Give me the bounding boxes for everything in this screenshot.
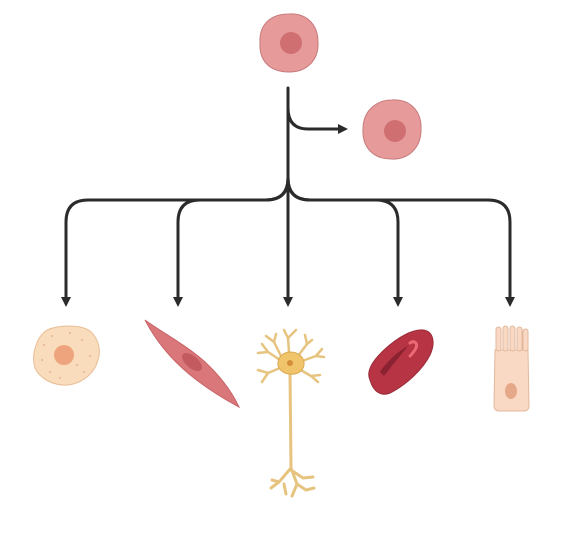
arrow-to-red-blood-cell (286, 176, 403, 307)
smooth-muscle-cell-icon (144, 319, 241, 409)
red-blood-cell-icon (368, 329, 434, 395)
epithelial-cell-icon (493, 325, 530, 412)
connector-lines (61, 86, 515, 307)
self-renewed-stem-cell-icon (362, 99, 422, 160)
arrow-to-smooth-muscle-cell (173, 176, 290, 307)
stem-cell-icon (259, 13, 319, 73)
arrow-to-self-renewed-stem-cell (286, 106, 348, 134)
fat-cell-icon (33, 325, 100, 386)
neuron-icon (256, 328, 326, 498)
arrow-to-epithelial-cell (286, 176, 515, 307)
